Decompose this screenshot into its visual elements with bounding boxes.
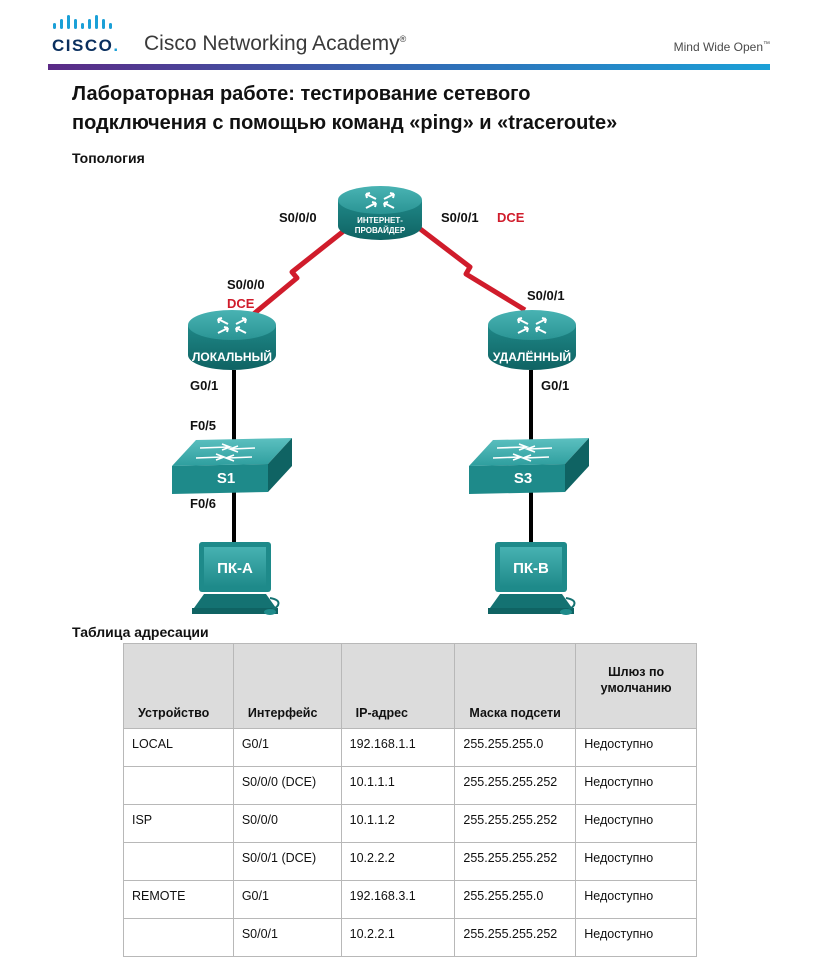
cell-device: ISP — [123, 804, 234, 843]
topology-diagram: ИНТЕРНЕТ-ПРОВАЙДЕР ЛОКАЛЬНЫЙ УДАЛЁННЫЙ S… — [0, 170, 816, 625]
cell-mask: 255.255.255.0 — [454, 728, 577, 767]
isp-router-name: ИНТЕРНЕТ-ПРОВАЙДЕР — [354, 216, 406, 235]
cell-interface: G0/1 — [232, 728, 342, 767]
cisco-wordmark: CISCO. — [52, 36, 120, 55]
col-header-interface: Интерфейс — [232, 643, 342, 729]
local-dce-label: DCE — [227, 296, 255, 311]
cell-device: REMOTE — [123, 880, 234, 919]
remote-g01-label: G0/1 — [541, 378, 570, 393]
cisco-bridge-icon — [53, 15, 112, 29]
cell-gateway: Недоступно — [575, 918, 697, 957]
table-row: S0/0/1 10.2.2.1 255.255.255.252 Недоступ… — [123, 918, 697, 957]
cell-gateway: Недоступно — [575, 728, 697, 767]
local-g01-label: G0/1 — [190, 378, 219, 393]
cell-ip: 10.2.2.1 — [340, 918, 456, 957]
pc-a-name: ПК-А — [217, 560, 253, 577]
table-row: LOCAL G0/1 192.168.1.1 255.255.255.0 Нед… — [123, 728, 697, 767]
pc-b-name: ПК-В — [513, 560, 549, 577]
s1-switch-name: S1 — [216, 470, 236, 487]
tagline: Mind Wide Open™ — [673, 40, 770, 54]
table-row: S0/0/1 (DCE) 10.2.2.2 255.255.255.252 Не… — [123, 842, 697, 881]
table-row: REMOTE G0/1 192.168.3.1 255.255.255.0 Не… — [123, 880, 697, 919]
topology-heading: Топология — [72, 150, 145, 166]
cell-mask: 255.255.255.252 — [454, 766, 577, 805]
cell-ip: 192.168.3.1 — [340, 880, 456, 919]
cell-device — [123, 842, 234, 881]
table-row: ISP S0/0/0 10.1.1.2 255.255.255.252 Недо… — [123, 804, 697, 843]
cell-interface: S0/0/0 (DCE) — [232, 766, 342, 805]
cell-mask: 255.255.255.252 — [454, 842, 577, 881]
col-header-device: Устройство — [123, 643, 234, 729]
cell-mask: 255.255.255.0 — [454, 880, 577, 919]
cell-ip: 192.168.1.1 — [340, 728, 456, 767]
local-router-icon — [188, 310, 276, 370]
s1-f06-label: F0/6 — [190, 496, 217, 511]
cell-interface: S0/0/1 (DCE) — [232, 842, 342, 881]
cell-ip: 10.1.1.1 — [340, 766, 456, 805]
cell-device: LOCAL — [123, 728, 234, 767]
col-header-mask: Маска подсети — [454, 643, 577, 729]
s1-switch-icon — [172, 438, 292, 494]
page-header: CISCO. Cisco Networking Academy® Mind Wi… — [48, 10, 770, 70]
s3-switch-name: S3 — [513, 470, 533, 487]
isp-router-icon — [338, 186, 422, 240]
serial-link-isp-remote — [413, 223, 527, 313]
header-gradient-bar — [48, 64, 770, 70]
cell-gateway: Недоступно — [575, 880, 697, 919]
topology-svg — [172, 186, 589, 615]
isp-s001-label: S0/0/1 — [441, 210, 479, 225]
cell-mask: 255.255.255.252 — [454, 804, 577, 843]
cell-gateway: Недоступно — [575, 842, 697, 881]
isp-s000-label: S0/0/0 — [279, 210, 317, 225]
isp-dce-label: DCE — [497, 210, 525, 225]
page-title: Лабораторная работе: тестирование сетево… — [72, 83, 618, 134]
cell-gateway: Недоступно — [575, 804, 697, 843]
cell-ip: 10.1.1.2 — [340, 804, 456, 843]
s3-switch-icon — [469, 438, 589, 494]
cell-interface: S0/0/1 — [232, 918, 342, 957]
pc-a-icon — [192, 542, 280, 615]
col-header-ip: IP-адрес — [340, 643, 456, 729]
table-header-row: Устройство Интерфейс IP-адрес Маска подс… — [123, 643, 697, 729]
pc-b-icon — [488, 542, 576, 615]
academy-name: Cisco Networking Academy® — [144, 32, 407, 55]
cell-interface: G0/1 — [232, 880, 342, 919]
s1-f05-label: F0/5 — [190, 418, 217, 433]
cisco-logo: CISCO. — [48, 10, 128, 56]
remote-router-icon — [488, 310, 576, 370]
cell-device — [123, 918, 234, 957]
remote-router-name: УДАЛЁННЫЙ — [492, 350, 572, 364]
addressing-table: Устройство Интерфейс IP-адрес Маска подс… — [123, 643, 697, 957]
cell-device — [123, 766, 234, 805]
cell-mask: 255.255.255.252 — [454, 918, 577, 957]
serial-link-local-isp — [248, 228, 347, 319]
table-row: S0/0/0 (DCE) 10.1.1.1 255.255.255.252 Не… — [123, 766, 697, 805]
cell-interface: S0/0/0 — [232, 804, 342, 843]
local-s000-label: S0/0/0 — [227, 277, 265, 292]
addressing-table-heading: Таблица адресации — [72, 624, 209, 640]
local-router-name: ЛОКАЛЬНЫЙ — [192, 350, 272, 364]
cell-ip: 10.2.2.2 — [340, 842, 456, 881]
remote-s001-label: S0/0/1 — [527, 288, 565, 303]
cell-gateway: Недоступно — [575, 766, 697, 805]
